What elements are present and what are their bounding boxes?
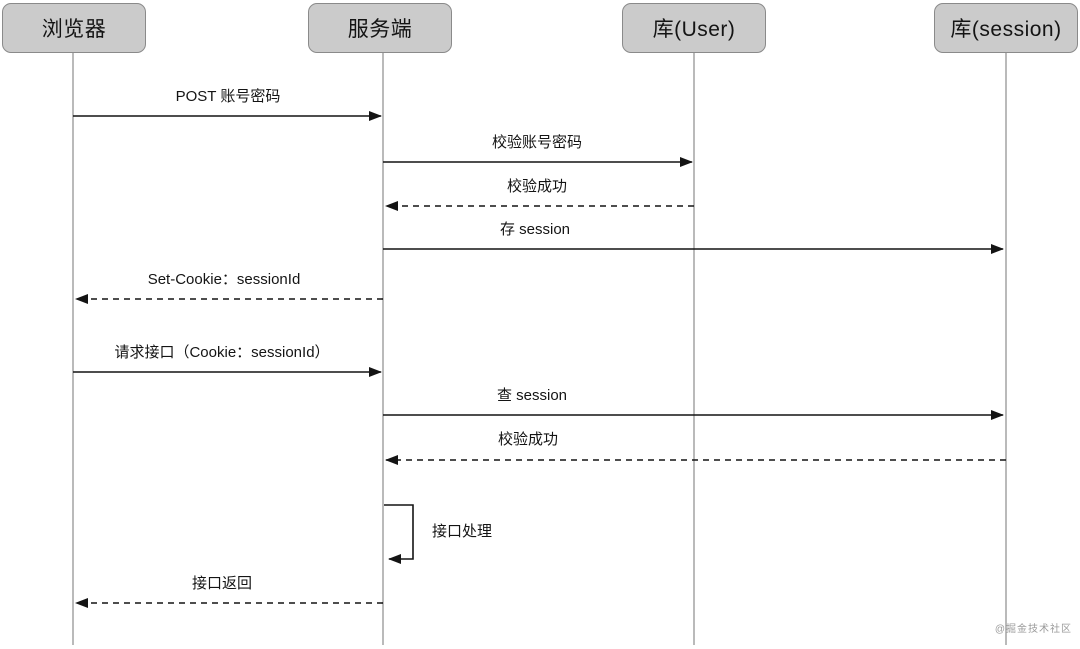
actor-user-db: 库(User) — [622, 3, 766, 53]
actor-session-db: 库(session) — [934, 3, 1078, 53]
watermark: @掘金技术社区 — [994, 624, 1072, 635]
actor-browser: 浏览器 — [2, 3, 146, 53]
label-verify-ok-user: 校验成功 — [506, 178, 568, 195]
arrow-self-loop-process — [384, 504, 414, 564]
actor-server: 服务端 — [308, 3, 452, 53]
label-post-credentials: POST 账号密码 — [175, 88, 281, 105]
label-set-cookie: Set-Cookie：sessionId — [147, 271, 301, 288]
label-process-api: 接口处理 — [432, 523, 493, 540]
label-store-session: 存 session — [499, 221, 571, 238]
label-verify-ok-session: 校验成功 — [497, 431, 559, 448]
label-api-response: 接口返回 — [191, 575, 253, 592]
label-verify-credentials: 校验账号密码 — [491, 134, 583, 151]
label-query-session: 查 session — [496, 387, 568, 404]
label-request-api: 请求接口（Cookie：sessionId） — [114, 344, 330, 361]
